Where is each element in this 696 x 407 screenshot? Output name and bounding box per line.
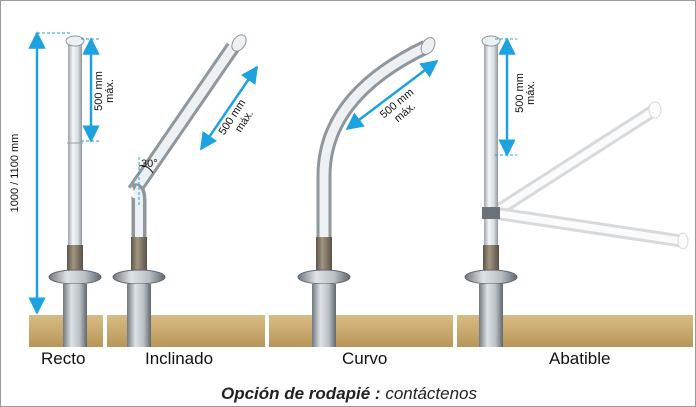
height-dimension: 1000 / 1100 mm — [9, 31, 71, 315]
caption-curvo: Curvo — [342, 349, 388, 368]
height-label: 1000 / 1100 mm — [9, 134, 21, 213]
caption-abatible: Abatible — [549, 349, 611, 368]
post-abatible — [464, 35, 689, 347]
segment-value: 500 mm — [514, 73, 526, 113]
post-curvo — [297, 37, 436, 347]
footer-note: Opción de rodapié : contáctenos — [1, 384, 696, 404]
handrail-diagram: 1000 / 1100 mm 500 mm máx. 30° 500 mm má… — [9, 31, 693, 347]
post-recto — [48, 35, 102, 347]
angle-indicator: 30° — [138, 157, 158, 206]
segment-dimension-recto: 500 mm máx. — [81, 37, 116, 143]
angle-label: 30° — [141, 158, 158, 170]
segment-suffix: máx. — [104, 79, 116, 103]
caption-inclinado: Inclinado — [145, 349, 214, 368]
post-inclinado — [112, 34, 247, 347]
footer-link-text: contáctenos — [385, 384, 478, 403]
segment-suffix: máx. — [525, 81, 537, 105]
segment-value: 500 mm — [93, 71, 105, 111]
segment-dimension-curvo: 500 mm máx. — [345, 59, 439, 131]
caption-recto: Recto — [41, 349, 86, 368]
footer-bold: Opción de rodapié : — [220, 384, 381, 403]
segment-dimension-abatible: 500 mm máx. — [495, 37, 537, 157]
